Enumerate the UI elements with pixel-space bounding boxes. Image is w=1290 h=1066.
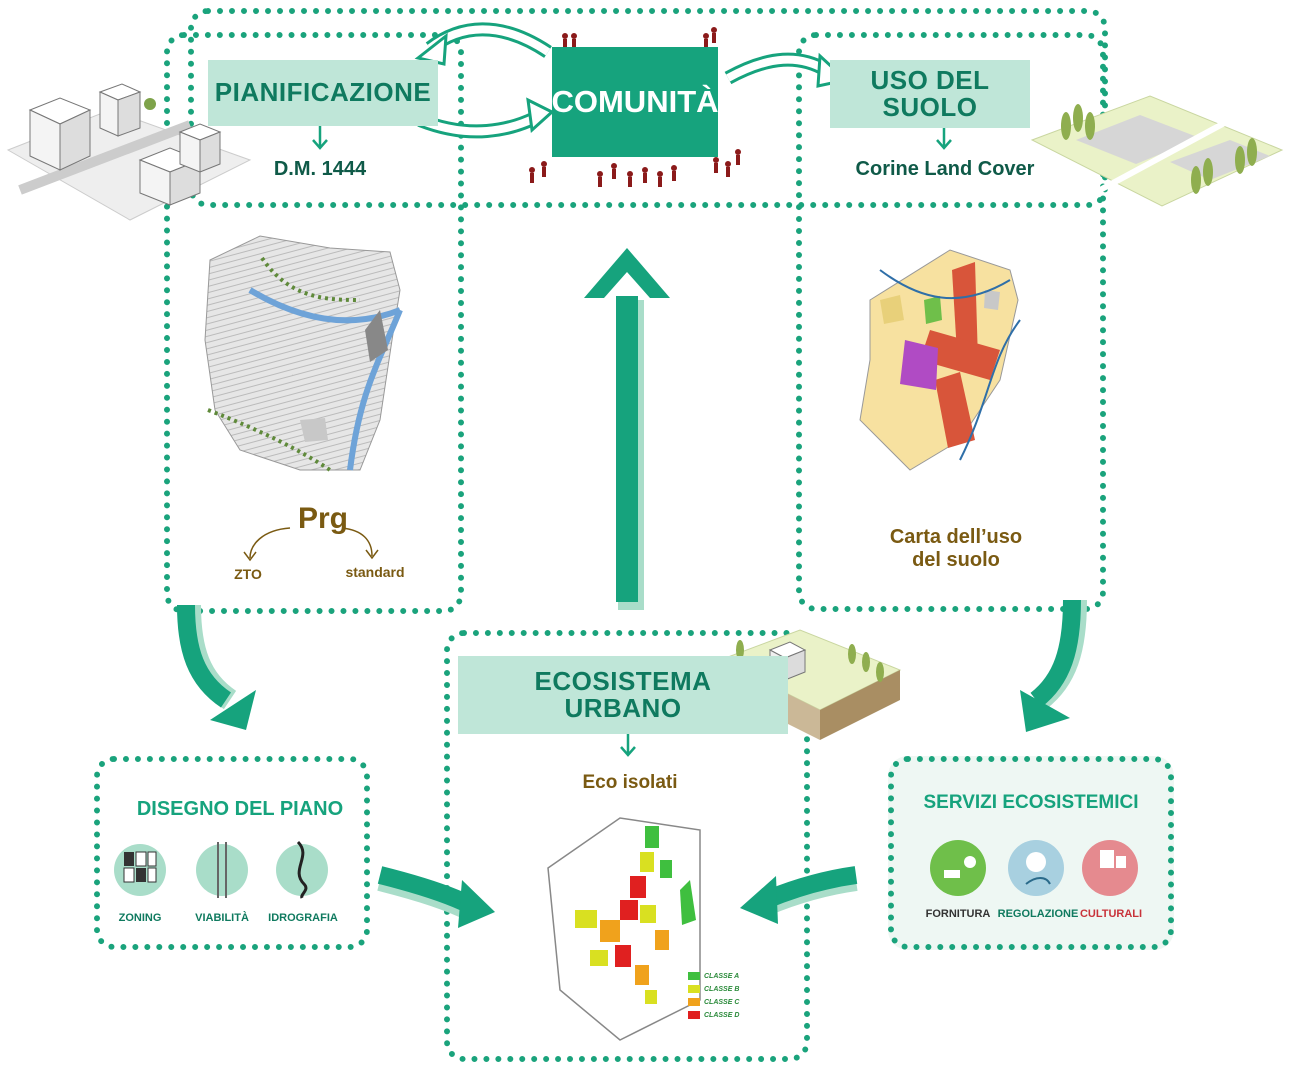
disegno-item-zoning: ZONING [118,912,162,924]
uso-suolo-sub: Corine Land Cover [855,158,1035,180]
legend-swatch-b [688,985,700,993]
legend-swatch-c [688,998,700,1006]
arrow-comunita-to-uso-suolo [724,52,850,88]
culturali-icon [1082,840,1138,896]
uso-suolo-band: USO DEL SUOLO [830,60,1030,128]
regolazione-icon [1008,840,1064,896]
uso-suolo-frame [796,32,1106,612]
ecosistema-line2: URBANO [564,693,682,723]
legend-classe-c: CLASSE C [688,998,739,1006]
idrografia-icon [276,840,328,899]
uso-suolo-label: USO DEL SUOLO [870,64,990,122]
disegno-frame [94,756,370,950]
small-arrows [312,125,952,757]
comunita-box: COMUNITÀ [551,47,719,157]
fornitura-icon [930,840,986,896]
land-use-map [859,249,1021,471]
big-up-arrow [584,248,670,610]
comunita-label: COMUNITÀ [551,84,719,119]
legend-label-c: CLASSE C [704,998,740,1006]
prg-label: Prg [297,502,348,535]
prg-zto: ZTO [234,566,262,582]
pianificazione-frame [164,32,464,614]
servizi-label: SERVIZI ECOSISTEMICI [923,792,1139,813]
arrow-pianificazione-to-comunita [417,97,555,139]
legend-swatch-a [688,972,700,980]
people-icons [529,27,741,187]
eco-isolati-map [547,817,701,1041]
legend-swatch-d [688,1011,700,1019]
viabilita-icon [196,842,248,898]
prg-map [204,235,403,472]
disegno-label: DISEGNO DEL PIANO [136,798,344,820]
disegno-item-viabilita: VIABILITÀ [195,912,249,924]
eco-isolati-label: Eco isolati [582,772,678,793]
disegno-item-idrografia: IDROGRAFIA [268,912,338,924]
legend-classe-b: CLASSE B [688,985,739,993]
arrow-prg-to-disegno [177,604,256,730]
servizi-item-fornitura: FORNITURA [925,908,991,920]
prg-standard: standard [345,564,405,580]
legend-classe-a: CLASSE A [688,972,739,980]
arrow-carta-to-servizi [1020,599,1087,732]
arrow-servizi-to-ecosistema [740,866,858,924]
carta-line1: Carta dell’uso [889,526,1023,548]
ecosistema-band: ECOSISTEMA URBANO [458,656,788,734]
land-use-illustration [1030,95,1284,207]
city-block-illustration [6,83,252,221]
carta-line2: del suolo [912,549,1000,571]
pianificazione-sub: D.M. 1444 [273,158,367,180]
arrow-disegno-to-ecosistema [377,866,495,928]
ecosistema-frame [444,630,810,1062]
arrow-comunita-to-pianificazione [414,22,552,66]
ecosistema-line1: ECOSISTEMA [534,665,712,696]
pianificazione-band: PIANIFICAZIONE [208,60,438,126]
legend-label-b: CLASSE B [704,985,740,993]
legend-label-a: CLASSE A [704,972,740,980]
servizi-item-culturali: CULTURALI [1079,908,1143,920]
pianificazione-label: PIANIFICAZIONE [214,77,432,108]
eco-blocks [575,826,696,1004]
legend-label-d: CLASSE D [704,1011,740,1019]
zoning-icon [114,844,166,896]
legend-classe-d: CLASSE D [688,1011,739,1019]
servizi-item-regolazione: REGOLAZIONE [997,908,1079,920]
